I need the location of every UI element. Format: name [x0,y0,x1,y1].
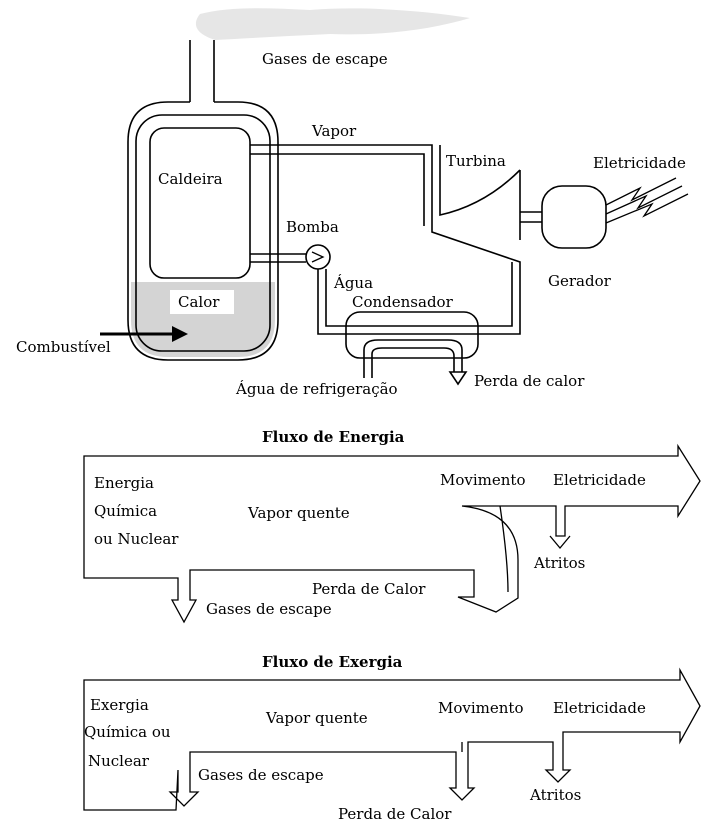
steam-pipe [250,144,521,318]
energy-source-line3: ou Nuclear [94,530,179,548]
label-condenser: Condensador [352,293,454,311]
label-exhaust-gases: Gases de escape [262,50,388,68]
furnace-shell [127,101,279,361]
energy-electricity: Eletricidade [553,471,646,489]
smoke-cloud [195,8,470,40]
energy-hot-steam: Vapor quente [247,504,350,522]
exergy-source-line1: Exergia [90,696,149,714]
condenser-box [345,311,479,359]
energy-friction: Atritos [533,554,585,572]
label-heat: Calor [178,293,220,311]
energy-friction-arrow [549,535,571,550]
exergy-exhaust-gases: Gases de escape [198,766,324,784]
label-heat-loss: Perda de calor [474,372,585,390]
energy-flow-diagram: Fluxo de Energia Energia Química ou Nucl… [83,428,701,624]
pump-icon [305,244,331,270]
exergy-flow-title: Fluxo de Exergia [262,653,403,671]
energy-exhaust-gases: Gases de escape [206,600,332,618]
energy-source-line1: Energia [94,474,154,492]
boiler-vessel [149,127,251,279]
label-turbine: Turbina [446,152,506,170]
label-water: Água [333,274,373,292]
electricity-icon [605,177,677,206]
exergy-flow-outline [83,667,701,811]
energy-source-line2: Química [94,502,157,520]
exergy-heat-loss: Perda de Calor [338,805,452,823]
exergy-source-line3: Nuclear [88,752,150,770]
energy-flow-title: Fluxo de Energia [262,428,405,446]
exergy-motion: Movimento [438,699,523,717]
label-generator: Gerador [548,272,612,290]
furnace-inner-wall [135,114,271,352]
energy-motion: Movimento [440,471,525,489]
exergy-flow-diagram: Fluxo de Exergia Exergia Química ou Nucl… [83,653,701,823]
heat-loss-arrow [448,371,468,386]
label-electricity: Eletricidade [593,154,686,172]
label-boiler: Caldeira [158,170,223,188]
plant-schematic: Gases de escape Vapor Turbina Eletricida… [16,8,689,398]
energy-heat-loss: Perda de Calor [312,580,426,598]
label-fuel: Combustível [16,338,111,356]
label-pump: Bomba [286,218,339,236]
generator-body [541,185,607,249]
exergy-friction: Atritos [529,786,581,804]
cooling-water-pipe [363,339,463,378]
label-cooling-water: Água de refrigeração [235,380,398,398]
exergy-hot-steam: Vapor quente [265,709,368,727]
exergy-source-line2: Química ou [84,723,171,741]
label-steam: Vapor [311,122,357,140]
heat-region [131,282,275,357]
energy-flow-outline [83,443,701,624]
exergy-electricity: Eletricidade [553,699,646,717]
turbine-rotor [439,145,521,216]
